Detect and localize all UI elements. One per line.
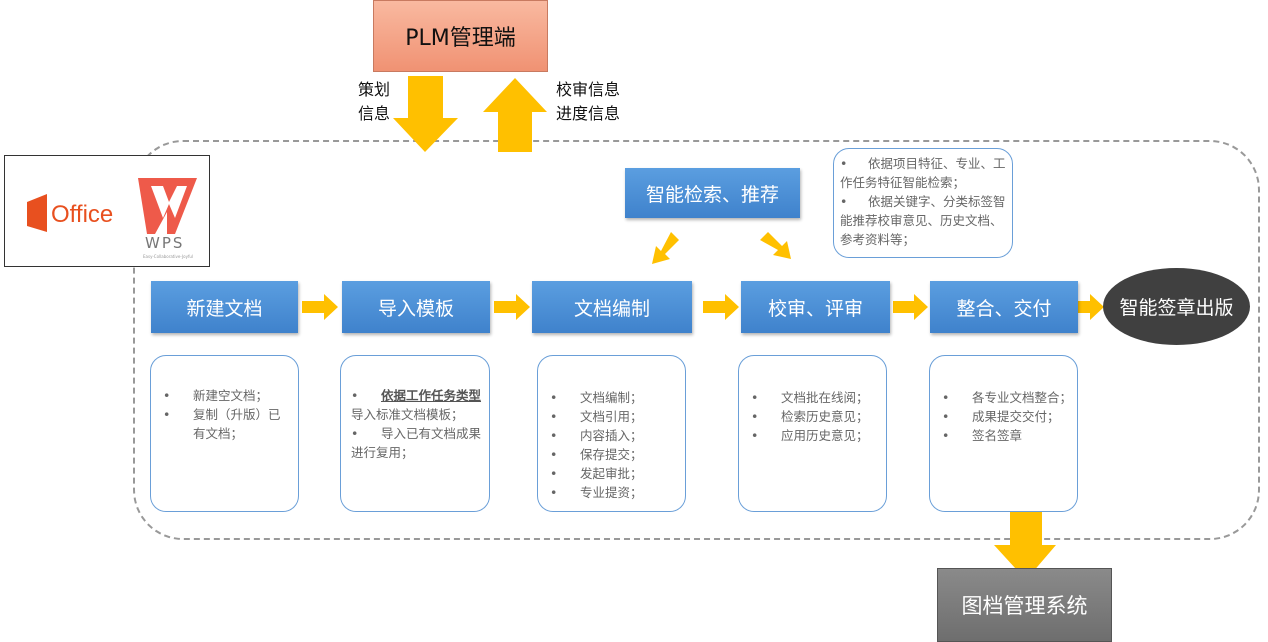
plm-management-box[interactable]: PLM管理端 bbox=[373, 0, 548, 72]
step-integrate-deliver[interactable]: 整合、交付 bbox=[930, 281, 1078, 333]
step-document-editing[interactable]: 文档编制 bbox=[532, 281, 692, 333]
arrow-right-icon bbox=[302, 294, 338, 320]
arrow-right-icon bbox=[703, 294, 739, 320]
arrow-right-icon bbox=[1073, 294, 1104, 320]
svg-text:Office: Office bbox=[51, 201, 113, 228]
office-logo-icon: Office WPS Easy-Collaborative-Joyful bbox=[27, 178, 197, 259]
step-new-document[interactable]: 新建文档 bbox=[151, 281, 298, 333]
step-review[interactable]: 校审、评审 bbox=[741, 281, 890, 333]
office-wps-logo: Office WPS Easy-Collaborative-Joyful bbox=[4, 155, 210, 267]
progress-info-label: 进度信息 bbox=[556, 104, 621, 123]
step-import-template[interactable]: 导入模板 bbox=[342, 281, 490, 333]
plan-info-label: 策划 bbox=[358, 80, 391, 99]
smart-search-note: •依据项目特征、专业、工作任务特征智能检索； •依据关键字、分类标签智能推荐校审… bbox=[833, 148, 1013, 258]
review-info-label: 校审信息 bbox=[556, 80, 621, 99]
workflow-boundary bbox=[133, 140, 1260, 540]
detail-review: •文档批在线阅； •检索历史意见； •应用历史意见； bbox=[738, 355, 887, 512]
detail-document-editing: •文档编制； •文档引用； •内容插入； •保存提交； •发起审批； •专业提资… bbox=[537, 355, 686, 512]
arrow-down-icon bbox=[393, 76, 458, 152]
arrow-down-icon bbox=[994, 506, 1056, 580]
arrow-up-icon bbox=[483, 78, 547, 152]
svg-text:WPS: WPS bbox=[145, 234, 184, 252]
arrow-diag-icon bbox=[760, 232, 791, 259]
arrow-diag-icon bbox=[652, 232, 679, 264]
detail-new-document: •新建空文档； •复制（升版）已有文档； bbox=[150, 355, 299, 512]
smart-search-box[interactable]: 智能检索、推荐 bbox=[625, 168, 800, 218]
arrow-right-icon bbox=[494, 294, 530, 320]
archive-system-box[interactable]: 图档管理系统 bbox=[937, 568, 1112, 642]
detail-integrate-deliver: •各专业文档整合； •成果提交交付； •签名签章 bbox=[929, 355, 1078, 512]
arrow-right-icon bbox=[893, 294, 928, 320]
svg-text:Easy-Collaborative-Joyful: Easy-Collaborative-Joyful bbox=[143, 254, 193, 259]
detail-import-template: •依据工作任务类型导入标准文档模板； •导入已有文档成果进行复用； bbox=[340, 355, 490, 512]
smart-seal-publish[interactable]: 智能签章出版 bbox=[1103, 268, 1250, 345]
